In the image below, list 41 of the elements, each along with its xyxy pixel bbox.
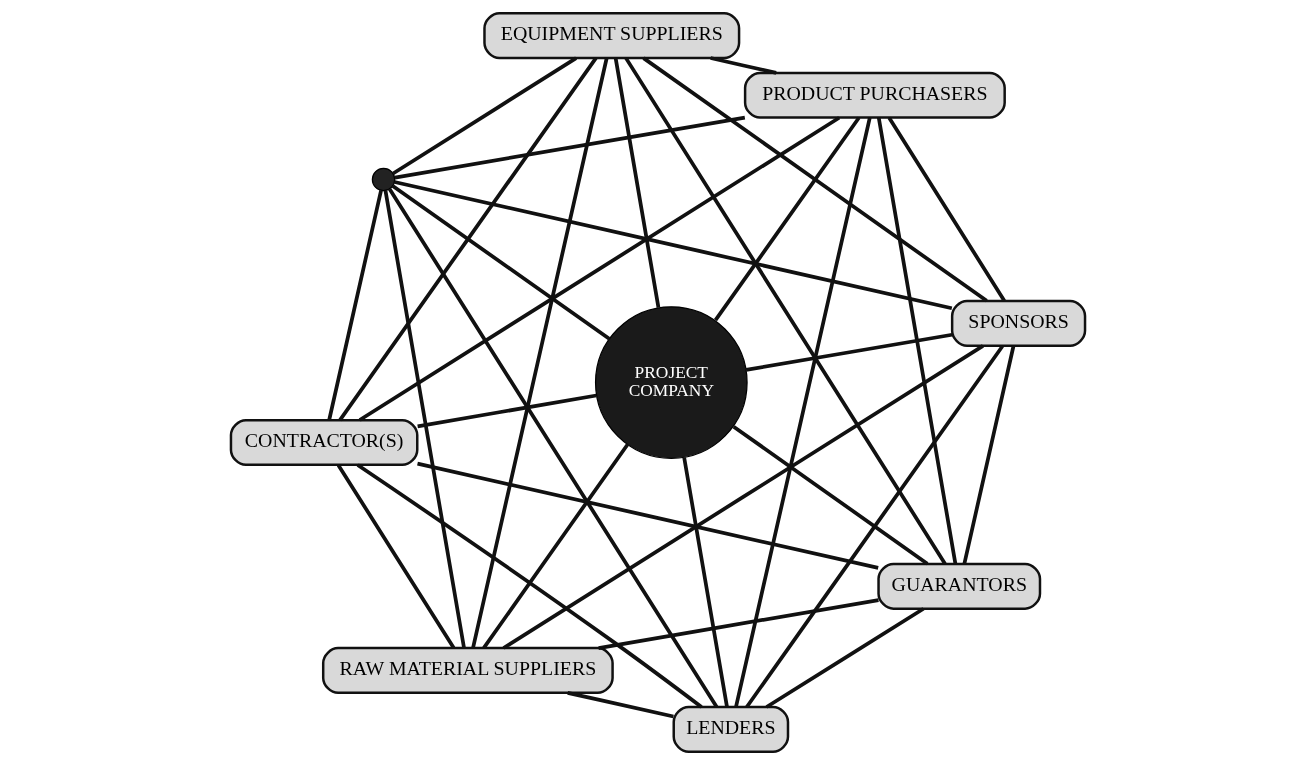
node-circle [371, 167, 396, 192]
connector [887, 116, 1006, 302]
connector [383, 190, 466, 649]
connector [732, 425, 929, 566]
node-box: GUARANTORS [877, 562, 1042, 610]
connector [876, 117, 958, 565]
node-box: RAW MATERIAL SUPPLIERS [321, 646, 614, 695]
node-box: SPONSORS [950, 299, 1087, 347]
connector [710, 56, 777, 75]
node-box: LENDERS [672, 705, 790, 753]
connector [358, 116, 841, 422]
node-box: CONTRACTOR(S) [229, 418, 419, 467]
connector [624, 57, 947, 565]
node-box: EQUIPMENT SUPPLIERS [483, 12, 741, 60]
connector [338, 57, 598, 422]
connector [394, 115, 746, 180]
connector [327, 190, 383, 421]
connector [962, 345, 1016, 565]
connector [482, 443, 630, 649]
connector [336, 464, 456, 649]
connector [734, 117, 872, 708]
connector [471, 57, 609, 649]
connector [745, 332, 953, 372]
connector [391, 184, 611, 341]
connector [356, 463, 703, 709]
connector [713, 116, 861, 322]
connector [745, 345, 1004, 709]
connector [417, 393, 597, 429]
connector [682, 457, 729, 707]
connector [388, 188, 719, 708]
node-box: PRODUCT PURCHASERS [743, 71, 1006, 119]
connector [394, 180, 953, 311]
node-circle: PROJECT COMPANY [594, 306, 748, 459]
connector [613, 58, 661, 308]
connector [765, 607, 925, 709]
connector [392, 56, 578, 176]
connector [502, 344, 984, 650]
connector [417, 461, 879, 570]
connector [598, 598, 879, 650]
connector [642, 56, 988, 303]
connector [567, 691, 674, 719]
